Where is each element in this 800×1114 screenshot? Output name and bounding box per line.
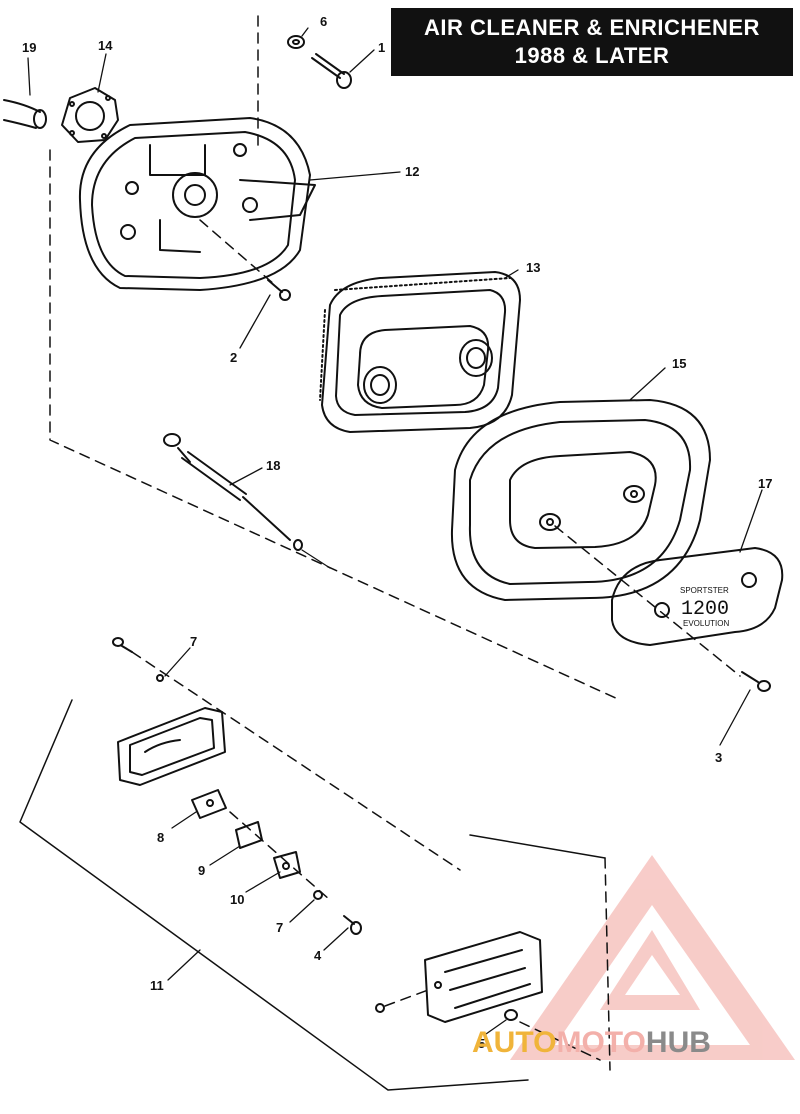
callout-1: 1: [378, 40, 385, 55]
part-11-housing: [424, 931, 543, 1023]
part-19-hose: [3, 99, 47, 129]
title-line-2: 1988 & LATER: [514, 43, 670, 68]
watermark-triangle-logo: [510, 855, 795, 1060]
part-18-enrichener-cable: [163, 433, 331, 569]
callout-10: 10: [230, 892, 244, 907]
part-10-clip: [273, 851, 301, 879]
callout-7-lower: 7: [276, 920, 283, 935]
badge-line-1: SPORTSTER: [680, 586, 729, 595]
callout-18: 18: [266, 458, 280, 473]
part-15-cover: [450, 399, 711, 601]
part-3-screw: [741, 671, 771, 692]
diagram-title-box: AIR CLEANER & ENRICHENER 1988 & LATER: [391, 8, 793, 76]
part-11-frame-lines: [19, 699, 606, 1091]
part-9-plate: [235, 821, 263, 849]
callout-leader-lines: [27, 27, 763, 1035]
callout-6: 5: [478, 1036, 485, 1051]
badge-text: SPORTSTER 1200 EVOLUTION: [680, 586, 729, 628]
part-5-washer: [287, 35, 305, 49]
watermark-part-auto: AUTO: [472, 1026, 557, 1059]
part-12-backplate: [78, 117, 316, 291]
part-6-washer: [504, 1009, 518, 1021]
housing-screw: [375, 1003, 385, 1013]
callout-15: 15: [672, 356, 686, 371]
watermark-part-moto: MOTO: [556, 1026, 646, 1059]
part-17-badge-plate: [611, 547, 784, 646]
callout-5: 6: [320, 14, 327, 29]
watermark-part-hub: HUB: [645, 1026, 711, 1059]
callout-7-upper: 7: [190, 634, 197, 649]
callout-14: 14: [98, 38, 113, 53]
enrichener-bracket: [117, 707, 226, 786]
assembly-dashed-lines: [49, 15, 741, 1071]
part-1-bolt: [311, 53, 352, 89]
callout-13: 13: [526, 260, 540, 275]
part-13-filter-element: [319, 271, 521, 433]
callout-12: 12: [405, 164, 419, 179]
callout-numbers: 19 14 6 1 12 13 2 15 18 17 3 7 8 9 10 7 …: [22, 14, 772, 1051]
part-7-lower-washer: [313, 890, 323, 900]
callout-11: 11: [150, 978, 164, 993]
callout-3: 3: [715, 750, 722, 765]
callout-19: 19: [22, 40, 36, 55]
callout-2: 2: [230, 350, 237, 365]
badge-line-3: EVOLUTION: [683, 619, 729, 628]
callout-17: 17: [758, 476, 772, 491]
part-7-upper-screw: [112, 637, 164, 682]
callout-9: 9: [198, 863, 205, 878]
title-line-1: AIR CLEANER & ENRICHENER: [424, 15, 760, 40]
part-14-gasket: [61, 87, 119, 143]
part-8-gasket: [191, 789, 227, 819]
callout-4: 4: [314, 948, 322, 963]
part-2-screw: [267, 279, 291, 301]
watermark-text: AUTOMOTOHUB: [472, 1026, 711, 1060]
callout-8: 8: [157, 830, 164, 845]
part-4-screw: [343, 915, 362, 935]
badge-line-2: 1200: [681, 598, 729, 621]
